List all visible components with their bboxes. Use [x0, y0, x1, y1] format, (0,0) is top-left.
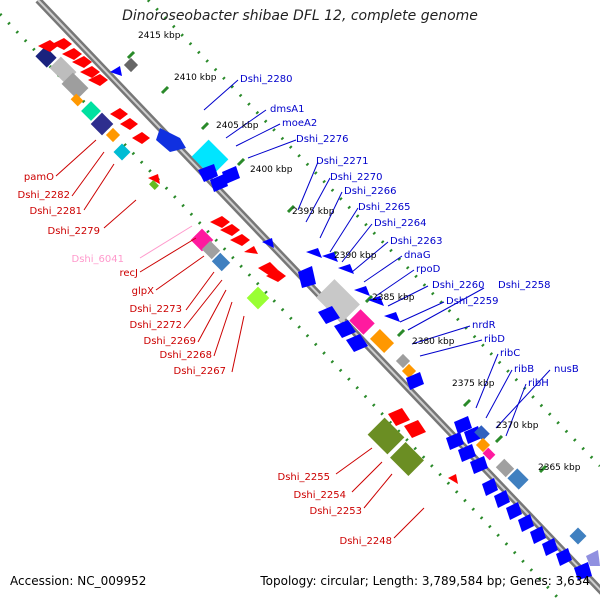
- gene-label-dshi-2259: Dshi_2259: [446, 296, 498, 307]
- gene-label-ribh: ribH: [528, 378, 549, 389]
- kbp-label: 2365 kbp: [538, 463, 581, 473]
- gene-label-nusb: nusB: [554, 364, 579, 375]
- gene-label-dshi-2270: Dshi_2270: [330, 172, 382, 183]
- gene-label-dshi-2281: Dshi_2281: [30, 206, 82, 217]
- kbp-label: 2385 kbp: [372, 293, 415, 303]
- gene-label-dshi-2254: Dshi_2254: [294, 490, 346, 501]
- accession-text: Accession: NC_009952: [10, 574, 147, 588]
- kbp-labels: 2415 kbp 2410 kbp 2405 kbp 2400 kbp 2395…: [138, 31, 581, 473]
- gene-label-dshi-2264: Dshi_2264: [374, 218, 426, 229]
- gene-label-ribb: ribB: [514, 364, 534, 375]
- gene-features: [35, 38, 600, 580]
- gene-label-dshi-2272: Dshi_2272: [130, 320, 182, 331]
- gene-label-dshi-2266: Dshi_2266: [344, 186, 396, 197]
- gene-label-dmsa1: dmsA1: [270, 104, 305, 115]
- gene-label-dshi-2255: Dshi_2255: [278, 472, 330, 483]
- gene-label-nrdr: nrdR: [472, 320, 496, 331]
- gene-label-dshi-2271: Dshi_2271: [316, 156, 368, 167]
- dotted-track: [146, 0, 600, 468]
- gene-label-dshi-2279: Dshi_2279: [48, 226, 100, 237]
- gene-label-ribd: ribD: [484, 334, 505, 345]
- gene-label-pamo: pamO: [24, 172, 54, 183]
- kbp-label: 2395 kbp: [292, 207, 335, 217]
- gene-label-dshi-2248: Dshi_2248: [340, 536, 392, 547]
- kbp-label: 2375 kbp: [452, 379, 495, 389]
- topology-text: Topology: circular; Length: 3,789,584 bp…: [260, 574, 590, 588]
- gene-label-dshi-2260: Dshi_2260: [432, 280, 484, 291]
- gene-label-dshi-2269: Dshi_2269: [144, 336, 196, 347]
- gene-label-dshi-2282: Dshi_2282: [18, 190, 70, 201]
- kbp-label: 2410 kbp: [174, 73, 217, 83]
- gene-labels-left: pamO Dshi_2282 Dshi_2281 Dshi_2279 Dshi_…: [18, 172, 392, 547]
- dotted-track: [0, 12, 562, 600]
- gene-label-dshi-6041: Dshi_6041: [72, 254, 124, 265]
- gene-label-ribc: ribC: [500, 348, 520, 359]
- leader-lines: [55, 79, 551, 539]
- gene-label-dshi-2280: Dshi_2280: [240, 74, 292, 85]
- gene-label-dshi-2273: Dshi_2273: [130, 304, 182, 315]
- gene-label-moea2: moeA2: [282, 118, 317, 129]
- kbp-label: 2390 kbp: [334, 251, 377, 261]
- gene-labels-right: Dshi_2280 dmsA1 moeA2 Dshi_2276 Dshi_227…: [240, 74, 579, 389]
- kbp-label: 2370 kbp: [496, 421, 539, 431]
- kbp-label: 2380 kbp: [412, 337, 455, 347]
- gene-label-dshi-2253: Dshi_2253: [310, 506, 362, 517]
- kbp-label: 2400 kbp: [250, 165, 293, 175]
- kbp-label: 2405 kbp: [216, 121, 259, 131]
- gene-label-dshi-2258: Dshi_2258: [498, 280, 550, 291]
- gene-label-rpod: rpoD: [416, 264, 441, 275]
- gene-label-glpx: glpX: [132, 286, 154, 297]
- gene-label-dshi-2268: Dshi_2268: [160, 350, 212, 361]
- gene-label-recj: recJ: [120, 268, 139, 279]
- gene-label-dshi-2267: Dshi_2267: [174, 366, 226, 377]
- tick-marks: [126, 50, 548, 474]
- gene-label-dshi-2265: Dshi_2265: [358, 202, 410, 213]
- gene-label-dshi-2276: Dshi_2276: [296, 134, 348, 145]
- kbp-label: 2415 kbp: [138, 31, 181, 41]
- gene-label-dshi-2263: Dshi_2263: [390, 236, 442, 247]
- gene-label-dnag: dnaG: [404, 250, 431, 261]
- genome-title: Dinoroseobacter shibae DFL 12, complete …: [122, 8, 478, 24]
